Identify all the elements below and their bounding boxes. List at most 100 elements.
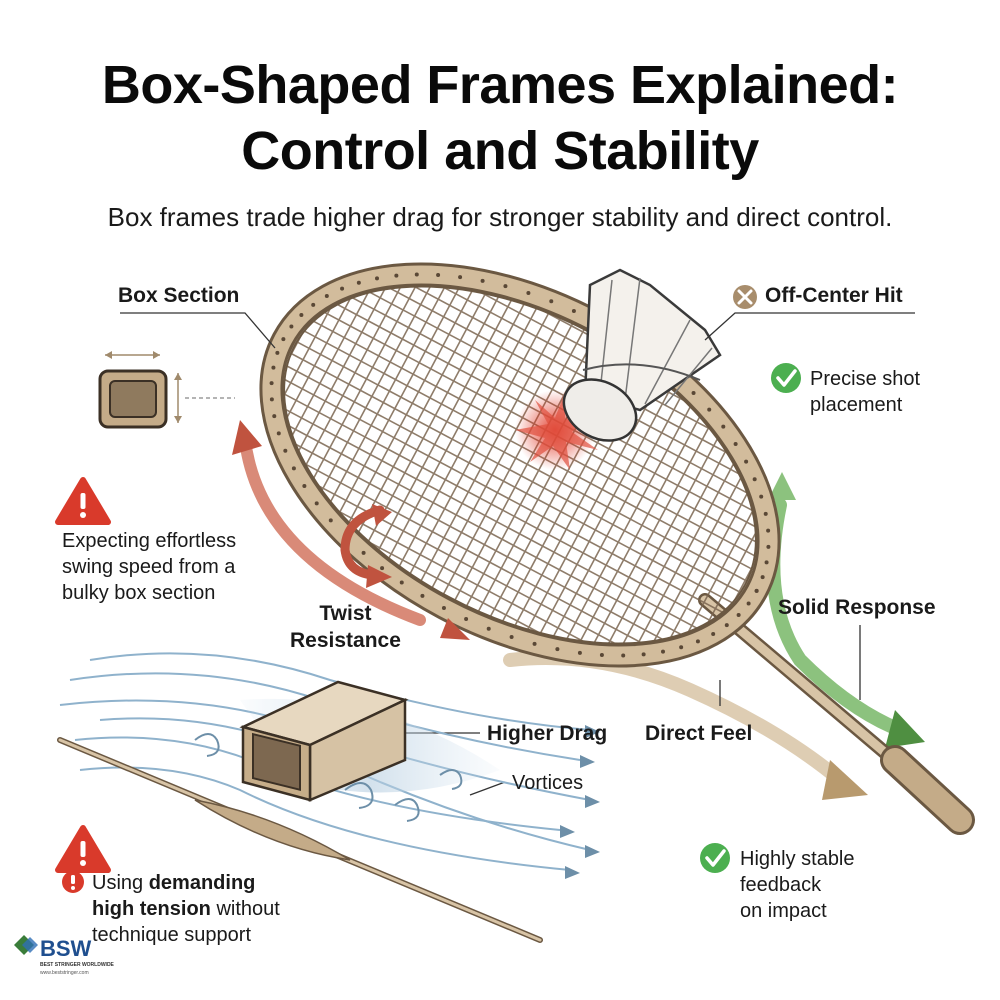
grommet-hole — [746, 601, 751, 606]
string-main — [318, 250, 480, 552]
string-cross — [255, 363, 752, 629]
warning-triangle-icon — [55, 825, 111, 873]
string-cross — [237, 398, 733, 663]
logo-url: www.beststringer.com — [40, 970, 89, 976]
grommet-hole — [760, 575, 765, 580]
grommet-hole — [764, 560, 769, 565]
title-line-2: Control and Stability — [241, 121, 759, 181]
grommet-hole — [711, 631, 716, 636]
shuttlecock-icon — [562, 268, 722, 442]
string-cross — [243, 386, 739, 652]
warning-swing-line-1: Expecting effortless — [62, 530, 237, 552]
check-circle-icon — [700, 843, 730, 873]
grommet-hole — [399, 580, 404, 585]
warning-swing-speed: Expecting effortless swing speed from a … — [62, 528, 236, 606]
benefit-stable-line-1: Highly stable — [740, 848, 855, 870]
grommet-hole — [695, 639, 700, 644]
label-twist-line-1: Twist — [319, 602, 372, 625]
string-main — [444, 317, 606, 619]
grommet-hole — [291, 466, 296, 471]
aero-beam — [57, 737, 543, 943]
warning-tension-post: without — [210, 898, 280, 920]
string-main — [329, 256, 492, 558]
grommet-hole — [281, 337, 286, 342]
grommet-hole — [269, 397, 274, 402]
string-cross — [262, 352, 758, 617]
grommet-hole — [275, 350, 280, 355]
warning-swing-line-3: bulky box section — [62, 582, 216, 604]
string-main — [525, 360, 687, 662]
grommet-hole — [736, 612, 741, 617]
grommet-hole — [599, 652, 604, 657]
grommet-hole — [763, 511, 768, 516]
label-solid-response: Solid Response — [778, 596, 936, 619]
grommet-hole — [509, 635, 514, 640]
racket-shaft — [698, 593, 975, 835]
warning-tension-pre: Using — [92, 872, 149, 894]
string-main — [410, 299, 572, 600]
grommet-hole — [707, 407, 712, 412]
vortex-swirls — [194, 733, 463, 822]
grommet-hole — [289, 324, 294, 329]
grommet-hole — [555, 647, 560, 652]
grommet-hole — [549, 299, 554, 304]
string-main — [548, 372, 710, 674]
benefit-precise-line-1: Precise shot — [810, 368, 921, 390]
string-cross — [274, 329, 770, 594]
label-twist-resistance: Twist Resistance — [290, 600, 401, 654]
warning-tension-bold-2: high tension — [92, 898, 211, 920]
page-title: Box-Shaped Frames Explained: Control and… — [0, 52, 1000, 184]
string-main — [295, 237, 457, 539]
grommet-hole — [374, 276, 379, 281]
grommet-hole — [571, 308, 576, 313]
benefit-stable-line-3: on impact — [740, 900, 827, 922]
page-subtitle: Box frames trade higher drag for stronge… — [107, 202, 893, 232]
grommet-hole — [356, 280, 361, 285]
grommet-hole — [752, 477, 757, 482]
grommet-hole — [436, 273, 441, 278]
benefit-stable-feedback: Highly stable feedback on impact — [740, 846, 855, 924]
grommet-hole — [299, 313, 304, 318]
string-main — [398, 292, 560, 594]
string-cross — [268, 340, 764, 606]
string-cross — [316, 248, 813, 514]
grommet-hole — [380, 566, 385, 571]
grommet-hole — [532, 641, 537, 646]
string-main — [421, 305, 583, 607]
grommet-hole — [721, 424, 726, 429]
warning-tension-line-3: technique support — [92, 924, 252, 946]
string-main — [559, 378, 721, 680]
label-off-center-hit: Off-Center Hit — [765, 284, 903, 307]
grommet-hole — [661, 649, 666, 654]
string-main — [387, 286, 549, 588]
warning-tension-bold-1: demanding — [148, 872, 256, 894]
grommet-hole — [621, 653, 626, 658]
grommet-hole — [641, 652, 646, 657]
string-main — [582, 390, 744, 692]
grommet-hole — [283, 448, 288, 453]
airflow-arrowheads — [560, 725, 600, 879]
grommet-hole — [503, 284, 508, 289]
string-main — [364, 274, 526, 576]
logo-mark: BSW — [40, 936, 92, 961]
grommet-hole — [766, 544, 771, 549]
label-box-section: Box Section — [118, 284, 240, 307]
warning-triangle-icon — [55, 477, 111, 525]
string-cross — [225, 421, 721, 686]
grommet-hole — [458, 275, 463, 280]
grommet-hole — [272, 414, 277, 419]
grommet-hole — [271, 365, 276, 370]
benefit-precise-line-2: placement — [810, 394, 903, 416]
bsw-logo: BSW BEST STRINGER WORLDWIDE www.beststri… — [14, 935, 115, 976]
grommet-hole — [464, 617, 469, 622]
grommet-hole — [691, 391, 696, 396]
twist-arrow-icon — [232, 420, 470, 640]
grommet-hole — [276, 431, 281, 436]
grommet-hole — [441, 606, 446, 611]
grommet-hole — [269, 381, 274, 386]
string-main — [238, 212, 400, 509]
grommet-hole — [324, 294, 329, 299]
grommet-hole — [724, 623, 729, 628]
grommet-hole — [480, 278, 485, 283]
grommet-hole — [486, 626, 491, 631]
